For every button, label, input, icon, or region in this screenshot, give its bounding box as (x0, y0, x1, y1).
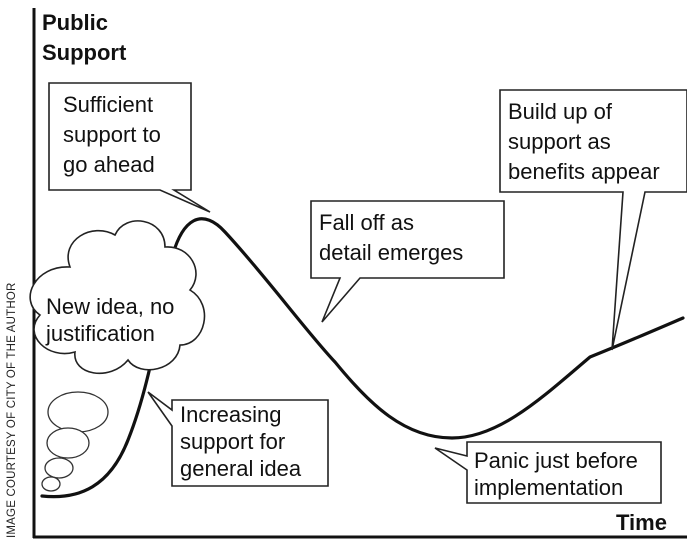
sufficient-support-line1: Sufficient (63, 92, 153, 117)
image-credit: IMAGE COURTESY OF CITY OF THE AUTHOR (6, 282, 18, 538)
build-up-callout (499, 89, 687, 351)
fall-off-line1: Fall off as (319, 210, 414, 235)
sufficient-support-line2: support to (63, 122, 161, 147)
thought-bubble-medium (46, 427, 90, 459)
increasing-support-line2: support for (180, 429, 285, 454)
y-axis-title-line1: Public (42, 10, 108, 35)
new-idea-line2: justification (45, 321, 155, 346)
build-up-line2: support as (508, 129, 611, 154)
thought-bubble-small (44, 457, 74, 479)
support-curve (40, 217, 685, 499)
x-axis-title: Time (616, 510, 667, 535)
panic-line1: Panic just before (474, 448, 638, 473)
sufficient-support-line3: go ahead (63, 152, 155, 177)
thought-bubble-large (47, 391, 109, 433)
panic-line2: implementation (474, 475, 623, 500)
build-up-line3: benefits appear (508, 159, 660, 184)
increasing-support-callout (147, 391, 329, 487)
build-up-line1: Build up of (508, 99, 613, 124)
sufficient-support-callout (48, 82, 211, 213)
panic-callout (434, 441, 662, 504)
thought-bubble-tiny (41, 476, 61, 492)
new-idea-line1: New idea, no (46, 294, 174, 319)
increasing-support-line3: general idea (180, 456, 302, 481)
fall-off-line2: detail emerges (319, 240, 463, 265)
fall-off-callout (310, 200, 505, 323)
new-idea-cloud (29, 220, 206, 375)
increasing-support-line1: Increasing (180, 402, 282, 427)
y-axis-title-line2: Support (42, 40, 127, 65)
